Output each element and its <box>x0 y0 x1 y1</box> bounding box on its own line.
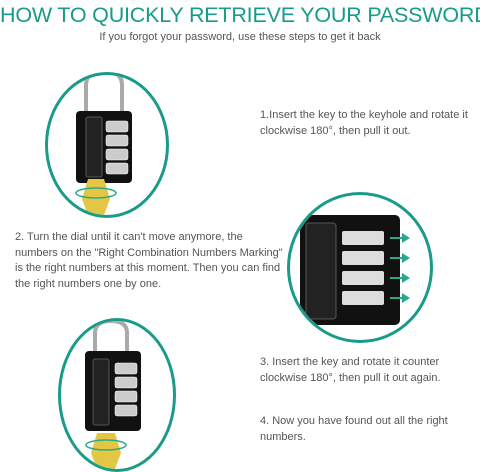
step-1-text: 1.Insert the key to the keyhole and rota… <box>260 109 468 137</box>
page-subtitle: If you forgot your password, use these s… <box>99 31 381 43</box>
lock-key-remove-illustration <box>58 318 176 472</box>
lock-key-insert-illustration <box>45 72 169 218</box>
right-combination-illustration <box>287 192 433 343</box>
step-3-text: 3. Insert the key and rotate it counter … <box>260 356 441 384</box>
step-2-text: 2. Turn the dial until it can't move any… <box>15 231 283 290</box>
page-title: HOW TO QUICKLY RETRIEVE YOUR PASSWORD <box>0 3 480 27</box>
step-4-text: 4. Now you have found out all the right … <box>260 415 448 443</box>
